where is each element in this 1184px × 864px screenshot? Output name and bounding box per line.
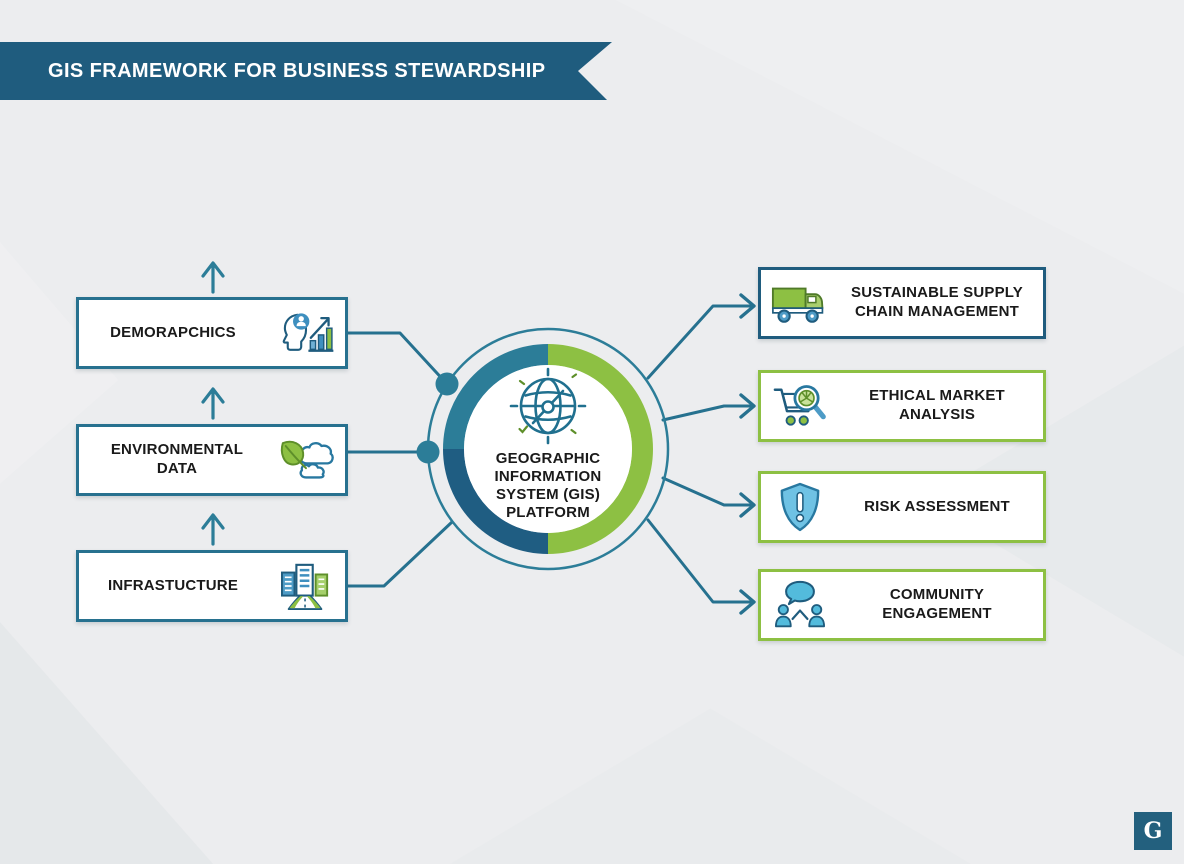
brand-logo: G	[1134, 812, 1172, 850]
shield-alert-icon	[780, 482, 820, 532]
brand-monogram: G	[1143, 818, 1163, 844]
box-label: ETHICAL MARKET ANALYSIS	[869, 387, 1005, 423]
page-title: GIS FRAMEWORK FOR BUSINESS STEWARDSHIP	[48, 60, 546, 82]
box-label: INFRASTUCTURE	[107, 576, 239, 594]
box-label: DEMORAPCHICS	[110, 323, 236, 341]
output-box-supply-chain: SUSTAINABLE SUPPLY CHAIN MANAGEMENT	[758, 267, 1046, 339]
up-arrow-icon	[201, 387, 225, 420]
output-box-risk-assessment: RISK ASSESSMENT	[758, 471, 1046, 543]
hub-ring-teal	[443, 344, 549, 450]
box-label: COMMUNITY ENGAGEMENT	[882, 586, 992, 622]
buildings-road-icon	[281, 563, 329, 611]
connector-community	[646, 518, 752, 604]
output-box-community: COMMUNITY ENGAGEMENT	[758, 569, 1046, 641]
box-label: ENVIRONMENTAL DATA	[110, 441, 244, 477]
connector-demographics	[346, 331, 449, 386]
input-box-infrastructure: INFRASTUCTURE	[76, 550, 348, 622]
box-label: RISK ASSESSMENT	[864, 497, 1010, 515]
arrowhead-icon	[739, 293, 756, 319]
up-arrow-icon	[201, 513, 225, 546]
connector-ethical-market	[661, 404, 752, 422]
connector-infrastructure	[346, 520, 454, 588]
box-label: SUSTAINABLE SUPPLY CHAIN MANAGEMENT	[851, 284, 1023, 320]
hub-ring	[443, 344, 653, 554]
community-chat-icon	[775, 580, 826, 628]
output-box-ethical-market: ETHICAL MARKET ANALYSIS	[758, 370, 1046, 442]
connector-dot	[416, 440, 440, 464]
arrowhead-icon	[739, 589, 756, 615]
arrowhead-icon	[739, 393, 756, 419]
cart-magnifier-icon	[773, 384, 826, 426]
connector-risk	[661, 476, 752, 507]
leaf-cloud-icon	[280, 440, 334, 479]
connector-supply-chain	[646, 304, 752, 380]
connector-dot	[435, 372, 459, 396]
demographics-icon	[282, 313, 334, 352]
up-arrow-icon	[201, 261, 225, 294]
globe-network-icon	[509, 367, 587, 445]
input-box-demographics: DEMORAPCHICS	[76, 297, 348, 369]
hub-ring-navy	[443, 448, 549, 554]
arrowhead-icon	[739, 492, 756, 518]
title-ribbon: GIS FRAMEWORK FOR BUSINESS STEWARDSHIP	[0, 42, 612, 100]
input-box-environmental-data: ENVIRONMENTAL DATA	[76, 424, 348, 496]
hub-inner-disc	[464, 365, 632, 533]
delivery-truck-icon	[771, 287, 824, 323]
hub-ring-green	[547, 344, 653, 554]
hub-label: GEOGRAPHIC INFORMATION SYSTEM (GIS) PLAT…	[494, 450, 602, 521]
